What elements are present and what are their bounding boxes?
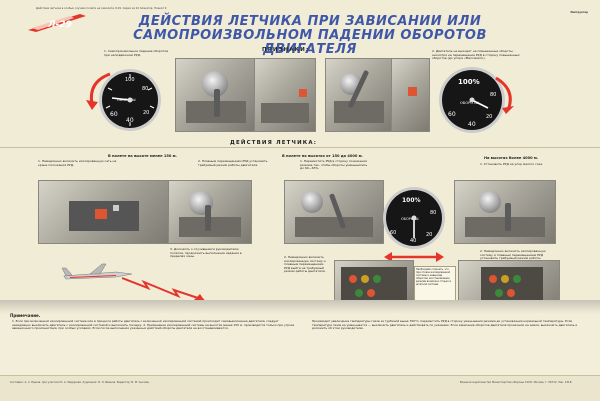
gauge-tick-80-mid: 80 — [430, 210, 436, 216]
col2-title: В полете на высотах от 150 до 4000 м. — [282, 154, 363, 158]
section-divider — [0, 147, 600, 148]
gauge-tick-60-r: 60 — [448, 111, 456, 118]
page-title: Действия летчика при зависании или самоп… — [133, 14, 487, 57]
col2-step1: 1. Переместить РУД в сторону понижения р… — [300, 159, 368, 171]
actions-heading: Действия летчика: — [230, 140, 318, 146]
rpm-gauge-left-icon: 100 80 60 40 20 ОБОРОТЫ — [99, 69, 161, 131]
col3-photo-note: Необходимо помнить, что при отказе изоли… — [416, 268, 451, 286]
col1-step1: 1. Немедленно включить изолированную сет… — [38, 159, 117, 167]
gauge-tick-100: 100 — [125, 77, 135, 83]
gauge-tick-60-mid: 60 — [390, 230, 396, 236]
sign-left-caption: 1. Самопроизвольное падение оборотов при… — [104, 49, 169, 57]
gauge-tick-40: 40 — [126, 117, 134, 124]
curved-arrow-right-icon — [495, 76, 514, 114]
gauge-tick-60: 60 — [110, 111, 118, 118]
rpm-gauge-middle-icon: 100% 80 60 40 20 ОБОРОТЫ — [383, 187, 445, 249]
sign-photo-1 — [175, 58, 255, 132]
signs-heading: Признаки: — [262, 47, 310, 53]
gauge-tick-20-mid: 20 — [426, 232, 432, 238]
notes-right: Производит увеличение температуры газов … — [312, 319, 578, 330]
airplane-icon — [61, 263, 133, 280]
col2-step2: 2. Немедленно включить изолированную сис… — [284, 255, 326, 274]
gauge-tick-40-r: 40 — [468, 121, 476, 128]
ground-strip — [0, 300, 600, 314]
col1-step2: 2. Плавным перемещением РУД установить т… — [198, 159, 268, 167]
top-caption: Действия летчика в особых случаях полета… — [36, 7, 167, 10]
sign-photo-2 — [254, 58, 316, 132]
notes-heading: Примечание. — [10, 313, 41, 318]
footer — [0, 375, 600, 401]
action-photo-1 — [38, 180, 170, 244]
sign-right-caption: 2. Двигатель не выходит на повышенные об… — [432, 49, 520, 61]
gauge-label-r: ОБОРОТЫ — [460, 101, 479, 105]
footer-left: Составил: А. С. Ершов, при участии Ю. А.… — [10, 381, 150, 384]
rpm-gauge-middle: 100% 80 60 40 20 ОБОРОТЫ — [382, 186, 446, 250]
rpm-gauge-left: 100 80 60 40 20 ОБОРОТЫ — [98, 68, 162, 132]
gauge-pct: 100% — [458, 78, 480, 86]
gauge-label-mid: ОБОРОТЫ — [401, 217, 418, 221]
action-photo-2 — [168, 180, 252, 244]
gauge-tick-40-mid: 40 — [410, 238, 416, 244]
sign-photo-4 — [391, 58, 430, 132]
notes-left: 1. Если при включенной изолированной сис… — [12, 319, 295, 330]
corner-label: Инструктор — [570, 11, 588, 14]
footer-right: Военное издательство Министерства оборон… — [460, 381, 573, 384]
logo-text: Л-29 — [47, 20, 72, 30]
col1-title: В полете на высоте менее 150 м. — [108, 154, 177, 158]
gauge-pct-mid: 100% — [402, 197, 421, 204]
l29-logo-icon: Л-29 — [28, 14, 86, 32]
gauge-tick-20: 20 — [143, 110, 149, 116]
gauge-tick-80: 80 — [142, 86, 148, 92]
arrow-left-right-icon — [384, 252, 444, 262]
gauge-tick-80-r: 80 — [490, 92, 496, 98]
action-photo-3 — [284, 180, 384, 244]
action-photo-4 — [454, 180, 556, 244]
col3-step1: 1. Установить РУД на упор малого газа. — [480, 162, 544, 166]
rpm-gauge-right: 100% 80 60 40 20 ОБОРОТЫ — [438, 66, 506, 134]
rpm-gauge-right-icon: 100% 80 60 40 20 ОБОРОТЫ — [439, 67, 505, 133]
sign-photo-3 — [325, 58, 393, 132]
col1-step3: 3. Доложить о случившемся руководителю п… — [170, 247, 242, 259]
col3-title: На высотах более 4000 м. — [484, 156, 539, 160]
curved-arrow-icon — [86, 72, 111, 110]
gauge-tick-20-r: 20 — [486, 114, 492, 120]
lightning-arrow-icon — [121, 277, 205, 301]
